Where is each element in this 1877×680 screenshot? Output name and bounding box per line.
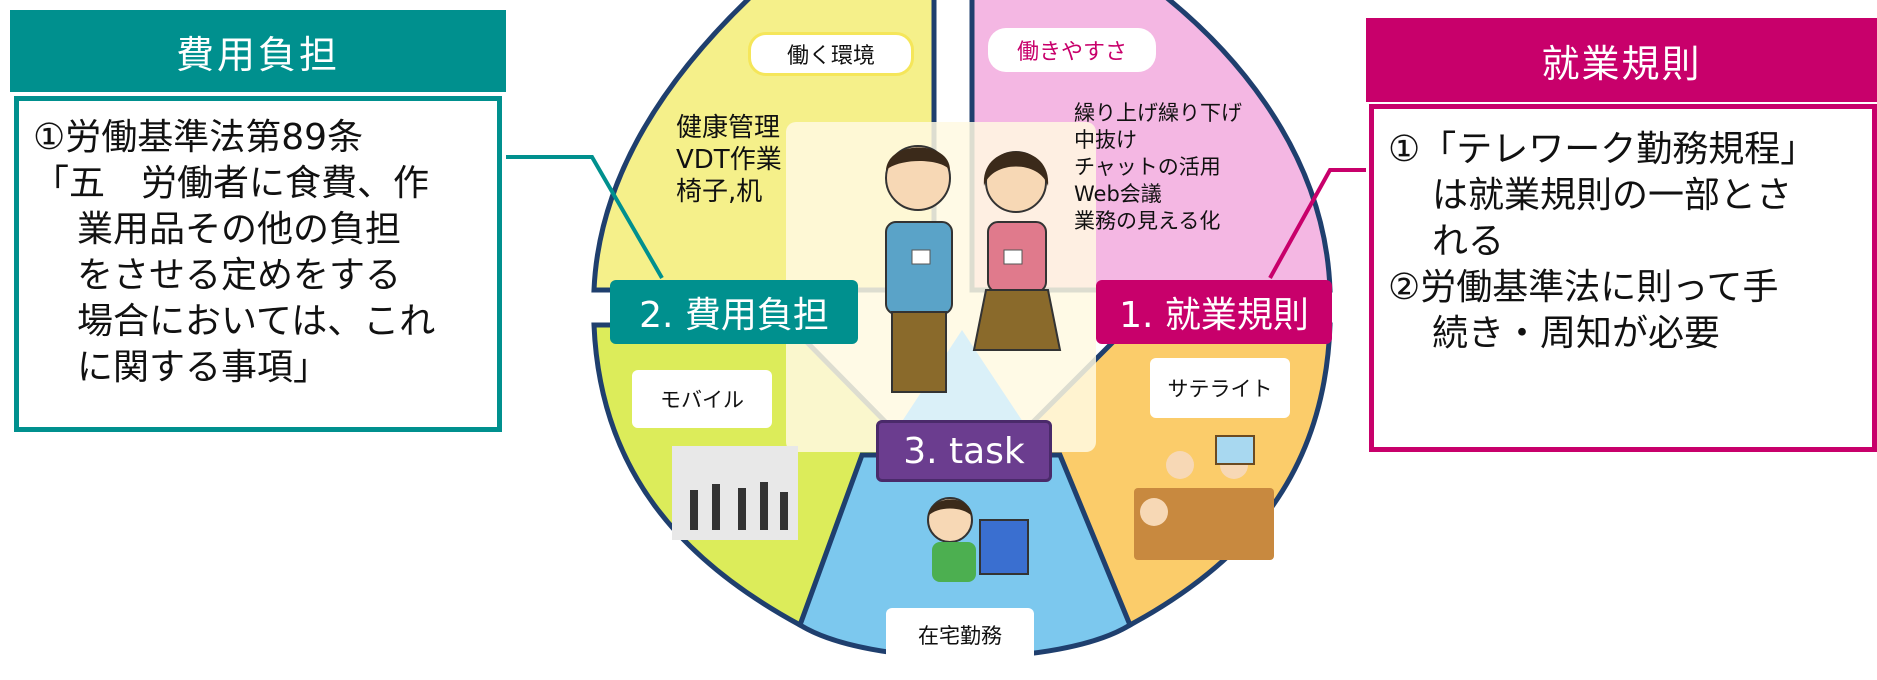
mobile-label: モバイル [632,370,772,428]
satellite-label: サテライト [1150,358,1290,418]
ease-of-work-items: 繰り上げ繰り下げ 中抜け チャットの活用 Web会議 業務の見える化 [1074,100,1284,235]
tag-work-rules: 1. 就業規則 [1096,280,1332,344]
ease-item-3: チャットの活用 [1074,155,1221,179]
ease-of-work-label: 働きやすさ [988,28,1156,72]
cost-line-1: ①労働基準法第89条 [33,117,364,158]
ease-item-1: 繰り上げ繰り下げ [1074,101,1242,125]
person-female-illustration [972,151,1062,351]
rules-line-5: 続き・周知が必要 [1432,313,1721,354]
rules-line-4: ②労働基準法に則って手 [1388,267,1779,308]
tag-cost-burden: 2. 費用負担 [610,280,858,344]
env-item-2: VDT作業 [676,145,782,175]
cost-line-4: をさせる定めをする [77,255,402,296]
home-work-label: 在宅勤務 [886,608,1034,662]
tag-task: 3. task [876,420,1052,482]
rules-line-3: れる [1432,221,1505,262]
ease-item-2: 中抜け [1074,128,1137,152]
home-worker-illustration [927,497,1029,582]
work-environment-label: 働く環境 [748,32,914,76]
work-environment-items: 健康管理 VDT作業 椅子,机 [676,112,826,208]
connector-rules [1268,168,1366,279]
cost-line-3: 業用品その他の負担 [77,209,402,250]
work-rules-title: 就業規則 [1366,18,1877,102]
cost-burden-title: 費用負担 [10,10,506,92]
work-rules-box: ①「テレワーク勤務規程」 は就業規則の一部とさ れる ②労働基準法に則って手 続… [1369,104,1877,452]
cost-line-6: に関する事項」 [77,347,330,388]
cost-line-5: 場合においては、これ [77,301,436,342]
env-item-1: 健康管理 [676,113,781,143]
ease-item-4: Web会議 [1074,182,1162,206]
ease-item-5: 業務の見える化 [1074,209,1221,233]
cost-line-2: 「五 労働者に食費、作 [33,163,430,204]
rules-line-1: ①「テレワーク勤務規程」 [1388,129,1817,170]
env-item-3: 椅子,机 [676,177,763,207]
person-male-illustration [885,145,953,393]
connector-cost [506,155,664,280]
satellite-office-illustration [1134,435,1274,560]
mobile-photo [672,446,798,540]
rules-line-2: は就業規則の一部とさ [1432,175,1793,216]
cost-burden-box: ①労働基準法第89条 「五 労働者に食費、作 業用品その他の負担 をさせる定めを… [14,96,502,432]
